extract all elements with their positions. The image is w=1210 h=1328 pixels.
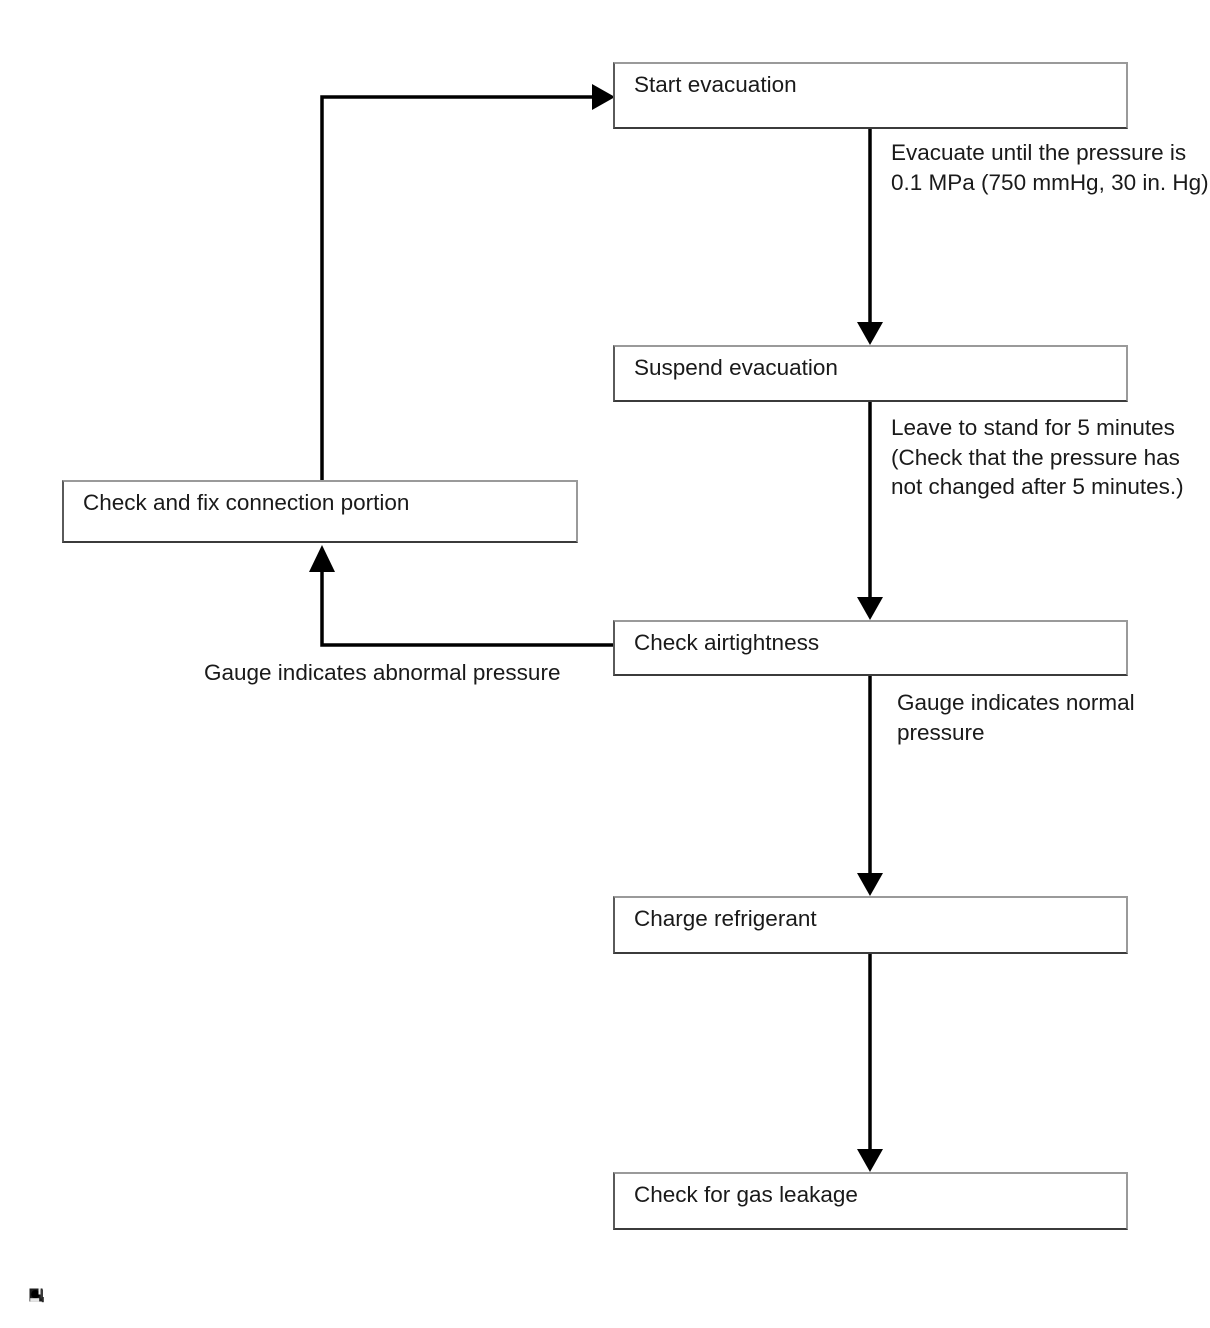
node-check-fix-connection-label: Check and fix connection portion: [83, 490, 410, 515]
node-start-evacuation[interactable]: Start evacuation: [613, 62, 1128, 129]
connector-charge-to-leakage: [857, 954, 883, 1172]
node-start-evacuation-label: Start evacuation: [634, 72, 797, 97]
node-suspend-evacuation-label: Suspend evacuation: [634, 355, 838, 380]
edge-label-normal-pressure: Gauge indicates normal pressure: [897, 690, 1135, 745]
edge-label-abnormal-pressure: Gauge indicates abnormal pressure: [204, 660, 561, 685]
connector-start-to-suspend: [857, 129, 883, 345]
node-check-airtightness[interactable]: Check airtightness: [613, 620, 1128, 676]
node-charge-refrigerant-label: Charge refrigerant: [634, 906, 817, 931]
connector-checkfix-to-start: [320, 84, 615, 480]
edge-label-leave-to-stand: Leave to stand for 5 minutes (Check that…: [891, 415, 1184, 499]
broken-image-icon: [29, 1288, 44, 1303]
node-check-fix-connection[interactable]: Check and fix connection portion: [62, 480, 578, 543]
node-check-airtightness-label: Check airtightness: [634, 630, 820, 655]
edge-label-evacuate-until: Evacuate until the pressure is 0.1 MPa (…: [891, 140, 1209, 195]
connector-airtightness-to-checkfix: [309, 545, 613, 647]
node-charge-refrigerant[interactable]: Charge refrigerant: [613, 896, 1128, 954]
connector-suspend-to-airtightness: [857, 402, 883, 620]
connector-airtightness-to-charge: [857, 676, 883, 896]
node-check-gas-leakage[interactable]: Check for gas leakage: [613, 1172, 1128, 1230]
node-check-gas-leakage-label: Check for gas leakage: [634, 1182, 858, 1207]
node-suspend-evacuation[interactable]: Suspend evacuation: [613, 345, 1128, 402]
